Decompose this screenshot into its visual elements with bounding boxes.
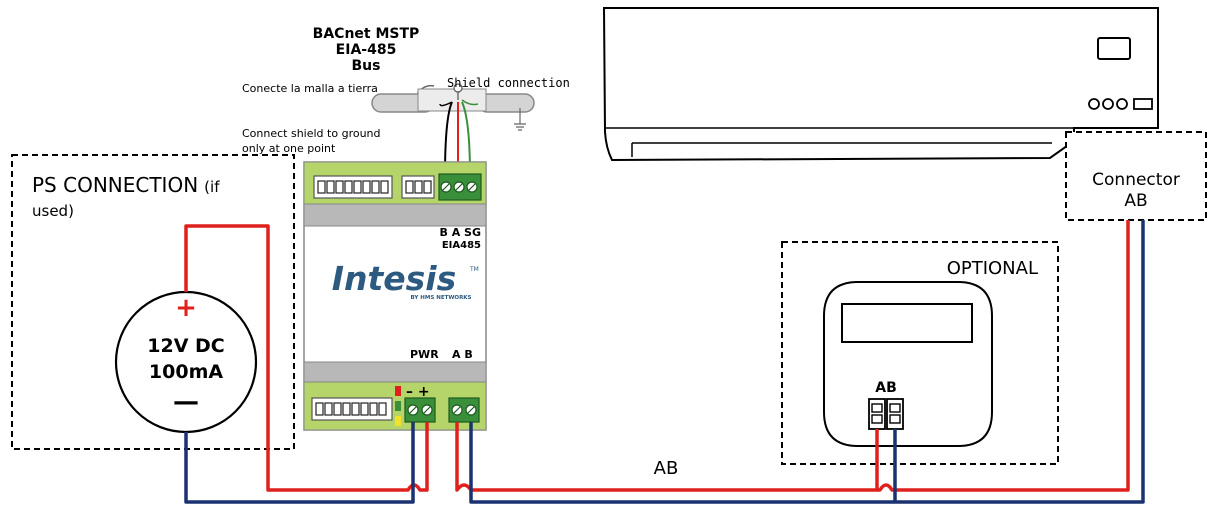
led-green-icon <box>395 401 401 411</box>
dip-switch-top-small <box>401 175 435 199</box>
ground-note-es: Conecte la malla a tierra <box>242 82 378 95</box>
bus-title-line2: EIA-485 <box>336 42 397 58</box>
thermostat-terminal <box>868 398 904 430</box>
bus-title-line1: BACnet MSTP <box>313 26 420 42</box>
ground-note-en-line1: Connect shield to ground <box>242 127 381 140</box>
connector-ab-line1: Connector <box>1092 170 1180 190</box>
ac-indoor-unit <box>602 7 1159 162</box>
ps-voltage: 12V DC <box>147 335 224 357</box>
power-supply: + 12V DC 100mA — <box>114 290 258 434</box>
led-red-icon <box>395 386 401 396</box>
connector-ab-box: Connector AB <box>1065 131 1207 221</box>
dip-switch-top-large <box>313 175 393 199</box>
bus-title-line3: Bus <box>352 58 381 74</box>
thermostat-ab-label: AB <box>875 380 897 396</box>
intesis-sub: BY HMS NETWORKS <box>410 295 471 301</box>
ground-note-en-line2: only at one point <box>242 142 336 155</box>
ps-connection-box: PS CONNECTION (if used) <box>11 154 295 450</box>
optional-title: OPTIONAL <box>947 258 1038 279</box>
shield-connection-label: Shield connection <box>447 76 570 90</box>
intesis-gateway: B A SG EIA485 Intesis TM BY HMS NETWORKS… <box>303 161 487 431</box>
ab-terminal-label: A B <box>452 348 473 361</box>
ps-current: 100mA <box>149 361 223 383</box>
svg-text:PS CONNECTION(if: PS CONNECTION (if <box>32 173 220 197</box>
intesis-tm: TM <box>469 266 479 273</box>
connector-ab-line2: AB <box>1124 191 1147 211</box>
bus-cable <box>371 83 535 177</box>
pwr-polarity: – + <box>406 384 430 400</box>
ps-title-line2: used) <box>32 202 74 220</box>
ps-minus-sign: — <box>173 387 199 417</box>
pwr-label: PWR <box>410 348 439 361</box>
optional-box: OPTIONAL AB <box>781 241 1059 465</box>
wires <box>184 220 1145 504</box>
ps-title-suffix: (if <box>204 178 220 196</box>
led-yellow-icon <box>395 416 401 426</box>
ps-title: PS CONNECTION <box>32 173 198 197</box>
ps-plus-sign: + <box>175 293 197 323</box>
terminal-top-label: B A SG <box>439 226 481 239</box>
eia485-label: EIA485 <box>442 240 481 251</box>
thermostat-display <box>841 303 973 343</box>
ab-wire-label: AB <box>654 458 679 479</box>
intesis-logo: Intesis <box>332 259 457 298</box>
ac-display-icon <box>1097 37 1131 60</box>
